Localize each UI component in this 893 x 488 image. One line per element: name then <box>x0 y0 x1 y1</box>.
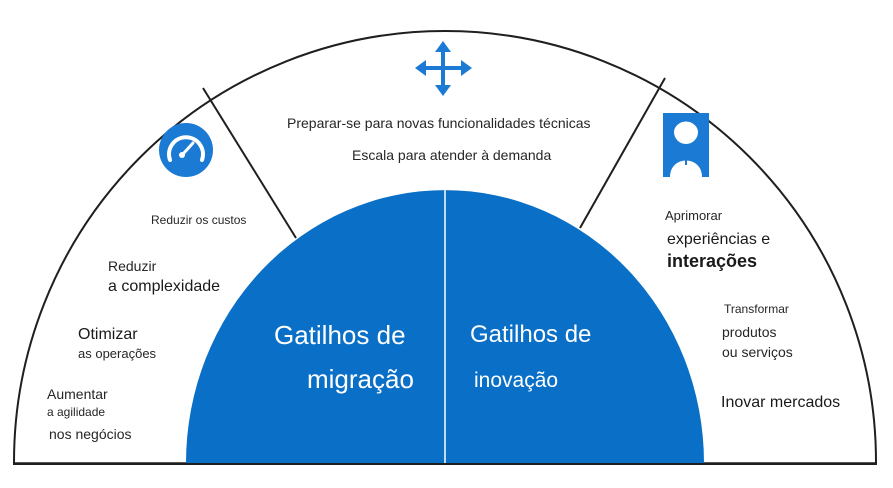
speedometer-icon <box>159 123 213 177</box>
top-item-prepare: Preparar-se para novas funcionalidades t… <box>287 115 591 131</box>
innovation-title-line2: inovação <box>474 369 559 392</box>
right-item-products: produtos <box>722 324 777 340</box>
innovation-title-line1: Gatilhos de <box>470 321 592 348</box>
left-item-agility: a agilidade <box>47 405 106 419</box>
left-item-increase: Aumentar <box>47 386 108 402</box>
left-item-operations: as operações <box>78 346 157 361</box>
right-divider <box>579 77 666 229</box>
right-item-interactions: interações <box>667 251 758 271</box>
right-item-innovate-markets: Inovar mercados <box>721 394 841 411</box>
right-item-services: ou serviços <box>722 344 793 360</box>
migration-title-line1: Gatilhos de <box>274 320 406 350</box>
left-item-optimize: Otimizar <box>78 326 138 343</box>
left-item-reduce-costs: Reduzir os custos <box>151 213 247 227</box>
left-divider <box>202 87 297 239</box>
right-item-transform: Transformar <box>724 302 789 316</box>
left-item-complexity: a complexidade <box>108 278 221 295</box>
right-item-improve: Aprimorar <box>665 208 723 223</box>
right-item-experiences: experiências e <box>667 231 771 248</box>
left-item-business: nos negócios <box>49 426 132 442</box>
migration-title-line2: migração <box>307 364 414 394</box>
move-arrows-icon <box>415 41 472 96</box>
top-item-scale: Escala para atender à demanda <box>352 147 552 163</box>
left-item-reduce: Reduzir <box>108 258 157 274</box>
support-person-icon <box>663 113 709 177</box>
